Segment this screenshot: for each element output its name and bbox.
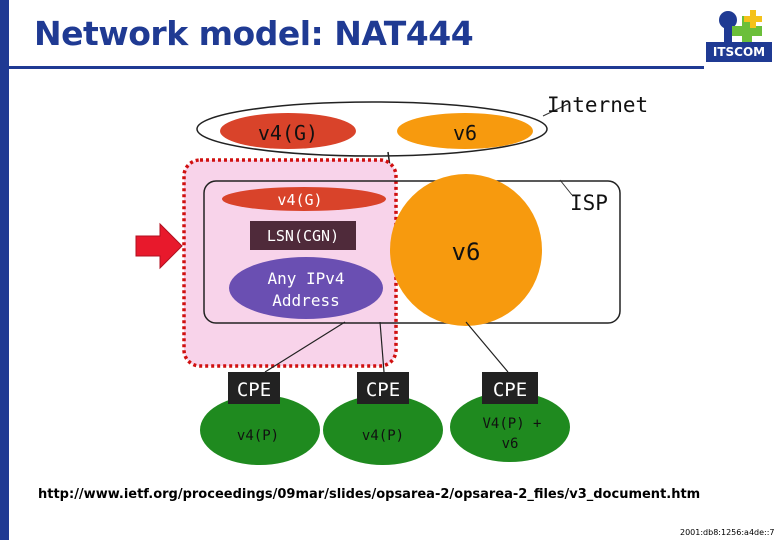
lsn-cgn-box	[250, 221, 356, 250]
source-url-link[interactable]: http://www.ietf.org/proceedings/09mar/sl…	[38, 487, 701, 502]
cpe1-network	[200, 395, 320, 465]
isp-callout	[559, 179, 573, 196]
logo-label: ITSCOM	[706, 42, 772, 62]
isp-cpe3-link	[465, 321, 509, 373]
isp-label: ISP	[570, 191, 608, 215]
isp-v4g-label: v4(G)	[277, 191, 322, 209]
page-title: Network model: NAT444	[34, 14, 474, 53]
isp-boundary	[203, 180, 621, 324]
any-ipv4-line1: Any IPv4	[267, 269, 344, 288]
internet-v6-node	[397, 113, 533, 149]
internet-v4g-label: v4(G)	[258, 121, 318, 145]
itscom-logo-icon	[719, 10, 762, 46]
footnote-address: 2001:db8:1256:a4de::7	[680, 528, 775, 537]
highlight-arrow-icon	[135, 222, 183, 270]
cpe2-network	[323, 395, 443, 465]
cpe1-box	[228, 372, 280, 404]
isp-v6-node	[390, 174, 542, 326]
cpe2-label: CPE	[366, 379, 400, 401]
any-ipv4-node	[229, 257, 383, 319]
cpe1-net-label: v4(P)	[237, 428, 279, 444]
isp-cpe1-link	[264, 321, 346, 373]
cpe3-net-line2: v6	[502, 436, 519, 452]
isp-v4g-node	[222, 187, 386, 211]
internet-callout	[542, 103, 569, 117]
cpe3-box	[482, 372, 538, 404]
cpe2-box	[357, 372, 409, 404]
cpe1-label: CPE	[237, 379, 271, 401]
isp-v6-label: v6	[452, 238, 481, 266]
cpe3-network	[450, 392, 570, 462]
cpe2-net-label: v4(P)	[362, 428, 404, 444]
left-accent-bar	[0, 0, 9, 540]
title-divider	[8, 66, 704, 69]
cpe3-net-line1: V4(P) +	[482, 416, 541, 432]
any-ipv4-line2: Address	[272, 291, 339, 310]
cpe3-label: CPE	[493, 379, 527, 401]
isp-cpe2-link	[379, 321, 385, 373]
internet-v6-label: v6	[453, 121, 477, 145]
lsn-cgn-label: LSN(CGN)	[267, 227, 339, 245]
internet-label: Internet	[547, 93, 648, 117]
internet-v4g-node	[220, 113, 356, 149]
